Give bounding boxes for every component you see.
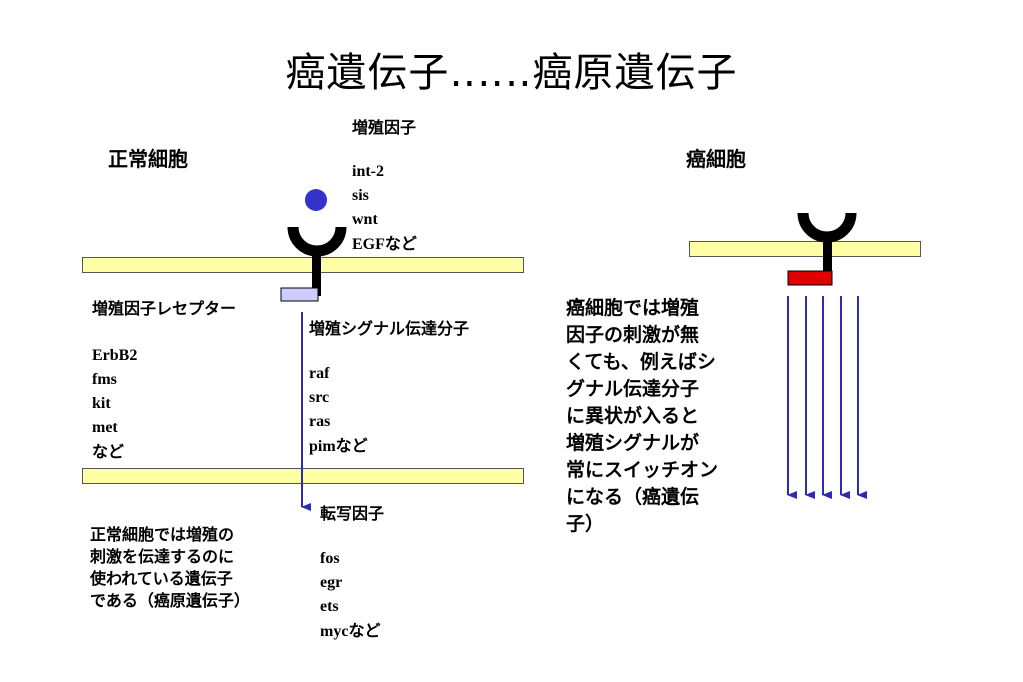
cancer-cell-description: 癌細胞では増殖 因子の刺激が無 くても、例えばシ グナル伝達分子 に異状が入ると… [566,297,719,535]
normal-receptor [280,226,347,302]
gene-name: ets [320,598,339,615]
signal-gene-list: raf src ras pimなど [309,362,368,459]
gene-name: raf [309,365,330,382]
receptor-gene-list: ErbB2 fms kit met など [92,344,137,464]
gene-name: wnt [352,211,378,228]
gene-name: fms [92,371,117,388]
receptor-label: 増殖因子レセプター [92,299,237,318]
gene-name-with-suffix: mycなど [320,621,381,640]
gene-name-with-suffix: EGFなど [352,234,417,253]
gene-name: ras [309,413,331,430]
gene-suffix: など [92,442,125,461]
normal-receptor-kinase [280,287,319,302]
transcription-factor-label: 転写因子 [320,504,385,523]
growth-factor-ball [305,189,327,211]
gene-name-with-suffix: pimなど [309,436,368,455]
transcription-gene-list: fos egr ets mycなど [320,547,380,644]
page-title: 癌遺伝子‥‥‥癌原遺伝子 [285,50,738,96]
gene-name: src [309,389,330,406]
cancer-cell-heading: 癌細胞 [686,147,746,171]
gene-name: ErbB2 [92,347,138,364]
normal-cell-description: 正常細胞では増殖の 刺激を伝達するのに 使われている遺伝子 である（癌原遺伝子） [90,525,250,610]
cancer-receptor [787,212,857,286]
gene-name: kit [92,395,111,412]
gene-name: egr [320,574,343,591]
normal-cell-outer-membrane [82,257,524,273]
gene-name: int-2 [352,163,384,180]
normal-cell-heading: 正常細胞 [108,147,188,171]
gene-name: sis [352,187,369,204]
constant-signal-arrows [787,296,867,499]
growth-factor-label: 増殖因子 [352,118,417,137]
gene-name: fos [320,550,340,567]
growth-factor-gene-list: int-2 sis wnt EGFなど [352,160,417,257]
cancer-receptor-kinase [787,270,833,286]
cancer-cell-membrane [689,241,921,257]
signal-molecule-label: 増殖シグナル伝達分子 [309,319,470,338]
gene-name: met [92,419,118,436]
